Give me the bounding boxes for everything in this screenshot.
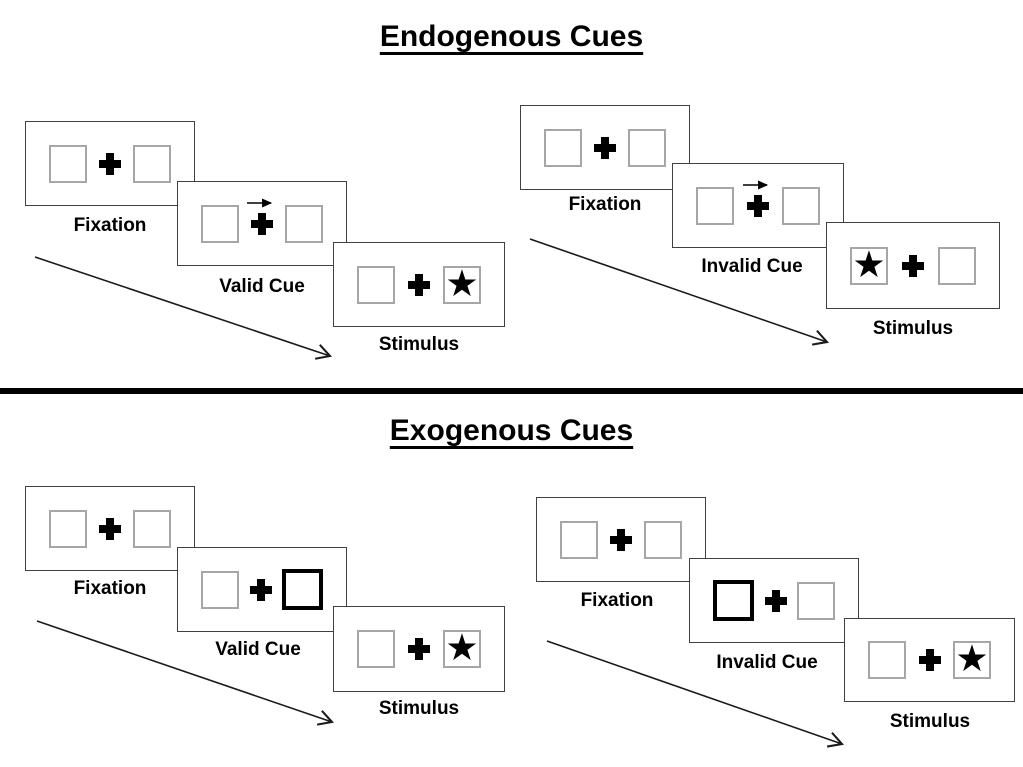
left-box [49, 509, 87, 548]
left-box [49, 144, 87, 183]
right-box [938, 246, 976, 285]
left-box [868, 641, 906, 679]
cue-arrow-right-icon [247, 198, 273, 208]
left-box [544, 128, 582, 167]
star-icon: ★ [445, 626, 479, 669]
screen-label: Fixation [568, 194, 642, 215]
timeline-arrow [36, 620, 335, 726]
endo-valid-fixation-screen [25, 121, 195, 206]
endogenous-section-title: Endogenous Cues [379, 20, 644, 53]
star-icon: ★ [445, 261, 479, 305]
exo-invalid-fixation-screen [536, 497, 706, 582]
screen-label: Stimulus [378, 334, 460, 355]
exo-valid-fixation-screen [25, 486, 195, 571]
endo-invalid-cue-screen [672, 163, 844, 248]
star-icon: ★ [955, 637, 989, 680]
endo-valid-stimulus-screen: ★ [333, 242, 505, 327]
screen-label: Valid Cue [215, 639, 301, 660]
timeline-arrow [529, 238, 829, 346]
right-box [644, 520, 682, 559]
fixation-cross-icon [99, 517, 121, 540]
screen-label: Fixation [73, 215, 147, 236]
fixation-cross-icon [408, 273, 430, 296]
screen-label: Valid Cue [219, 276, 305, 297]
highlighted-cue-box [713, 580, 754, 621]
fixation-cross-icon [408, 638, 430, 660]
screen-label: Fixation [73, 578, 147, 599]
right-box: ★ [443, 626, 481, 669]
fixation-cross-icon [594, 136, 616, 159]
right-box [628, 128, 666, 167]
fixation-cross-icon [610, 528, 632, 551]
left-box [201, 204, 239, 243]
fixation-cross-icon [918, 649, 941, 671]
right-box [782, 186, 820, 225]
exogenous-section-title: Exogenous Cues [389, 414, 634, 447]
left-box [560, 520, 598, 559]
right-box [133, 509, 171, 548]
right-box [285, 204, 323, 243]
left-box: ★ [850, 242, 888, 286]
screen-label: Stimulus [872, 318, 954, 339]
right-box: ★ [953, 637, 991, 680]
endo-invalid-stimulus-screen: ★ [826, 222, 1000, 309]
endo-valid-cue-screen [177, 181, 347, 266]
cue-arrow-right-icon [743, 180, 769, 190]
screen-label: Invalid Cue [701, 256, 803, 277]
right-box [133, 144, 171, 183]
exo-valid-stimulus-screen: ★ [333, 606, 505, 692]
fixation-cross-icon [764, 589, 787, 612]
screen-label: Stimulus [378, 698, 460, 719]
section-divider [0, 388, 1023, 394]
fixation-cross-icon [747, 194, 769, 217]
fixation-cross-icon [902, 254, 924, 277]
left-box [696, 186, 734, 225]
fixation-cross-icon [249, 578, 272, 601]
right-box [797, 581, 835, 620]
screen-label: Invalid Cue [716, 652, 818, 673]
highlighted-cue-box [282, 569, 323, 610]
timeline-arrow [34, 256, 333, 360]
right-box: ★ [443, 261, 481, 305]
left-box [357, 265, 395, 304]
left-box [357, 630, 395, 668]
left-box [201, 570, 239, 609]
fixation-cross-icon [251, 212, 273, 235]
screen-label: Stimulus [889, 711, 971, 732]
fixation-cross-icon [99, 152, 121, 175]
exo-invalid-cue-screen [689, 558, 859, 643]
exo-valid-cue-screen [177, 547, 347, 632]
timeline-arrow [546, 640, 844, 748]
star-icon: ★ [852, 242, 886, 286]
endo-invalid-fixation-screen [520, 105, 690, 190]
screen-label: Fixation [580, 590, 654, 611]
exo-invalid-stimulus-screen: ★ [844, 618, 1015, 702]
